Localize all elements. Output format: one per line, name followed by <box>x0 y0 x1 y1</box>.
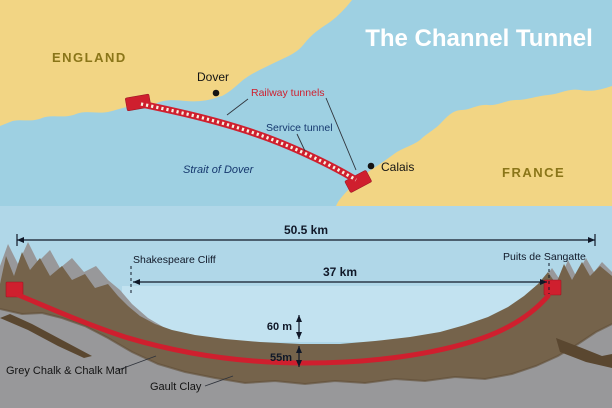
dover-marker <box>212 89 220 97</box>
dark-strata-patch <box>0 314 92 358</box>
calais-marker <box>367 162 375 170</box>
clay-leader-line <box>204 375 234 387</box>
calais-label: Calais <box>381 160 414 174</box>
puits-de-sangatte-label: Puits de Sangatte <box>503 251 586 263</box>
map-section: The Channel Tunnel ENGLAND FRANCE Dover … <box>0 0 612 206</box>
shakespeare-cliff-label: Shakespeare Cliff <box>133 254 216 266</box>
total-length-label: 50.5 km <box>284 223 328 237</box>
railway-leader-line-left <box>226 98 249 116</box>
dover-label: Dover <box>197 70 229 84</box>
sangatte-terminal <box>543 279 562 296</box>
tunnel-railway-dashes <box>140 102 357 182</box>
chalk-clay-boundary <box>0 308 612 386</box>
tunnel-profile <box>5 279 562 366</box>
cross-section: 50.5 km Shakespeare Cliff Puits de Sanga… <box>0 206 612 408</box>
page-title: The Channel Tunnel <box>365 25 593 52</box>
chalk-layer-label: Grey Chalk & Chalk Marl <box>6 365 127 377</box>
railway-tunnels-label: Railway tunnels <box>251 87 325 99</box>
france-landmass <box>336 86 612 206</box>
tunnel-depth-line <box>13 291 551 366</box>
undersea-length-label: 37 km <box>323 265 357 279</box>
water-depth-label: 60 m <box>267 321 292 333</box>
service-tunnel-label: Service tunnel <box>266 122 333 134</box>
strait-of-dover-label: Strait of Dover <box>183 164 255 176</box>
railway-leader-line-right <box>325 97 357 171</box>
clay-layer-label: Gault Clay <box>150 381 202 393</box>
tunnel-depth-label: 55m <box>270 352 292 364</box>
service-leader-line <box>296 133 306 152</box>
chalk-marl-layer <box>0 252 612 384</box>
dark-strata-patch-right <box>556 338 612 368</box>
england-label: ENGLAND <box>52 50 127 65</box>
tunnel-route <box>125 93 372 193</box>
france-label: FRANCE <box>502 165 565 180</box>
chalk-leader-line <box>117 355 157 371</box>
england-landmass <box>0 0 352 126</box>
